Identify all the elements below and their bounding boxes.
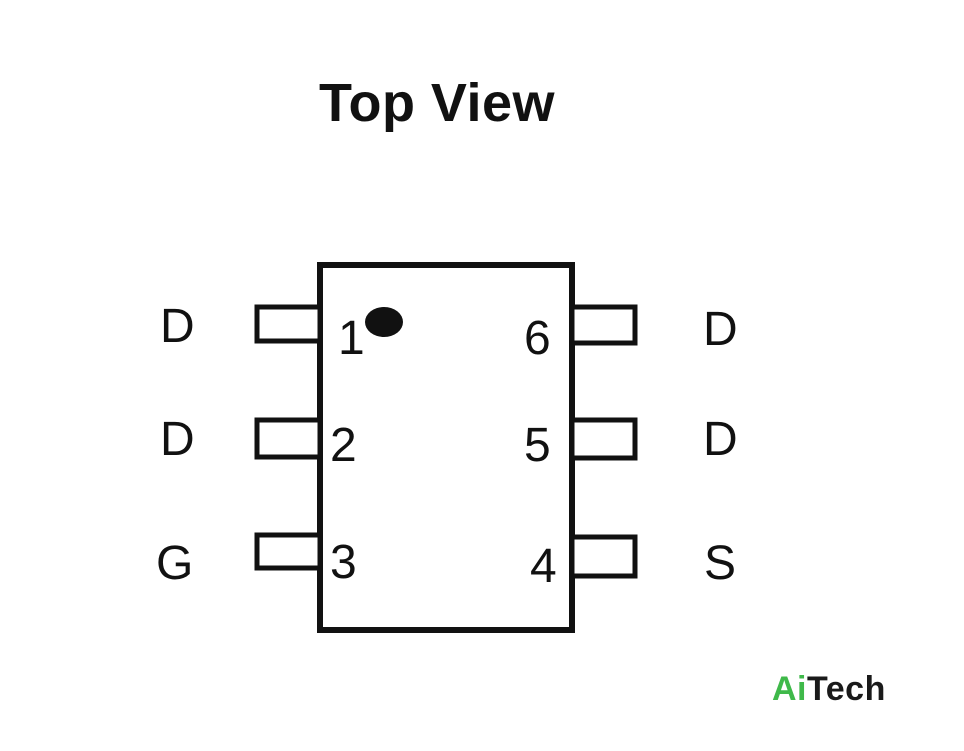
pin-label-1: D	[160, 300, 195, 353]
diagram-title: Top View	[318, 73, 556, 133]
pin-lead-4	[569, 534, 638, 579]
logo-part-ai: Ai	[772, 670, 807, 708]
pin-number-2: 2	[330, 419, 357, 472]
pin-lead-2	[254, 417, 323, 460]
pin-label-2: D	[160, 413, 195, 466]
pin-number-1: 1	[338, 312, 365, 365]
pin-number-3: 3	[330, 536, 357, 589]
package-body	[317, 262, 575, 633]
pin-number-5: 5	[524, 419, 551, 472]
pin-label-3: G	[156, 537, 193, 590]
pin-lead-5	[569, 417, 638, 461]
pin-number-6: 6	[524, 312, 551, 365]
pin-lead-1	[254, 304, 323, 344]
pin-lead-6	[569, 304, 638, 346]
pin-label-6: D	[703, 303, 738, 356]
logo-part-tech: Tech	[807, 670, 886, 708]
pin-lead-3	[254, 532, 323, 571]
pin-number-4: 4	[530, 540, 557, 593]
pin-label-5: D	[703, 413, 738, 466]
pin-label-4: S	[704, 537, 736, 590]
pin1-marker-dot	[365, 307, 403, 337]
aitech-logo: AiTech	[772, 670, 886, 709]
